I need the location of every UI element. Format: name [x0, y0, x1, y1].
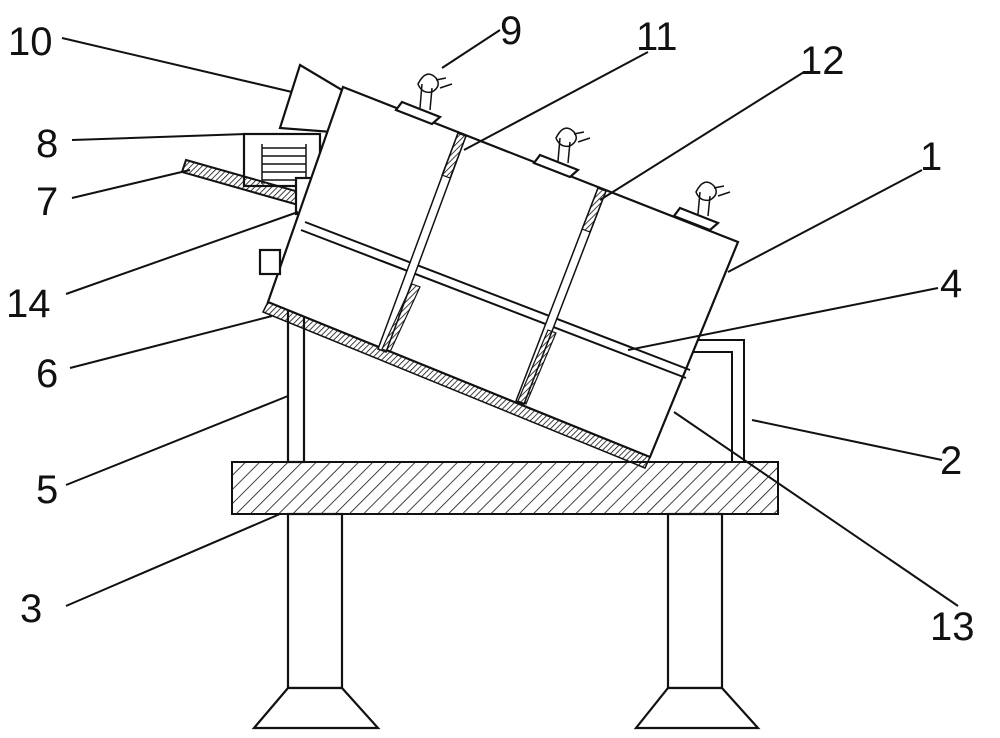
- left-leg: [286, 512, 344, 690]
- callout-9: 9: [500, 9, 522, 53]
- callout-labels: 10 8 7 14 6 5 3 9 11 12 1 4 2 13: [6, 9, 975, 649]
- callout-7: 7: [36, 180, 58, 224]
- lug-3: [672, 181, 731, 232]
- callout-12: 12: [800, 39, 845, 83]
- callout-14: 14: [6, 282, 51, 326]
- right-foot: [633, 686, 761, 730]
- lug-2: [532, 127, 591, 179]
- leader-lines: [61, 29, 959, 607]
- lug-1: [394, 73, 453, 126]
- callout-13: 13: [930, 605, 975, 649]
- left-foot: [251, 686, 381, 730]
- callout-4: 4: [940, 262, 962, 306]
- callout-8: 8: [36, 122, 58, 166]
- callout-3: 3: [20, 587, 42, 631]
- table-assembly: [231, 461, 779, 730]
- callout-1: 1: [920, 135, 942, 179]
- callout-2: 2: [940, 439, 962, 483]
- callout-11: 11: [636, 15, 678, 59]
- right-support-bracket: [690, 339, 745, 462]
- partition-one: [377, 132, 467, 353]
- callout-6: 6: [36, 352, 58, 396]
- right-leg: [666, 512, 724, 690]
- callout-10: 10: [8, 20, 53, 64]
- drum-body: [258, 85, 740, 469]
- callout-5: 5: [36, 468, 58, 512]
- table-top: [231, 461, 779, 515]
- top-lugs: [394, 73, 731, 232]
